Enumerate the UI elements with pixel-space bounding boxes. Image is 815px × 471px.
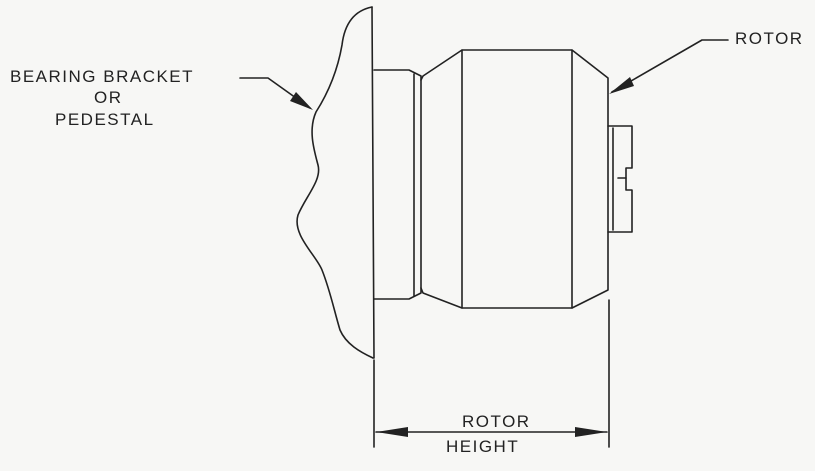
dimension-arrow-right	[575, 427, 607, 437]
bearing-bracket-face	[371, 6, 375, 359]
bearing-leader-arrow	[290, 92, 313, 110]
bearing-or-label: OR	[94, 88, 123, 107]
pedestal-label: PEDESTAL	[55, 110, 155, 129]
rotor-body	[420, 49, 609, 309]
dimension-arrow-left	[376, 427, 408, 437]
rotor-height-label-line1: ROTOR	[462, 412, 531, 431]
shaft-stub	[607, 125, 633, 233]
bearing-bracket-label: BEARING BRACKET	[10, 67, 195, 86]
hub-body	[373, 69, 422, 300]
bearing-bracket-outline	[296, 6, 374, 359]
rotor-label: ROTOR	[735, 29, 804, 48]
rotor-leader-arrow	[609, 77, 634, 94]
rotor-leader-line	[611, 39, 729, 93]
rotor-height-label-line2: HEIGHT	[446, 437, 520, 456]
